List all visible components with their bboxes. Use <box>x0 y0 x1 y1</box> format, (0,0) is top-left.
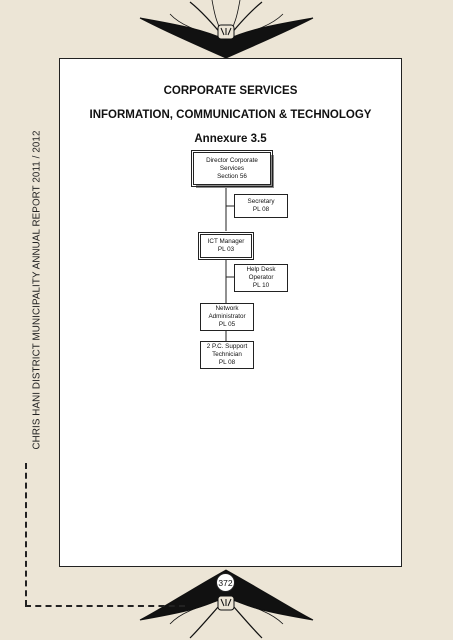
side-report-label: CHRIS HANI DISTRICT MUNICIPALITY ANNUAL … <box>31 130 43 450</box>
network-admin-subtitle: Administrator <box>208 313 246 320</box>
page-number: 372 <box>216 573 235 592</box>
director-box: Director Corporate Services Section 56 <box>191 150 273 187</box>
pc-support-grade: PL 08 <box>218 359 236 366</box>
director-title: Director Corporate <box>206 156 258 164</box>
ict-manager-grade: PL 03 <box>217 246 235 253</box>
help-desk-title: Help Desk <box>246 266 276 273</box>
network-admin-title: Network <box>215 305 239 312</box>
section-title: CORPORATE SERVICES <box>163 85 298 97</box>
secretary-grade: PL 08 <box>252 206 270 213</box>
ict-manager-box: ICT Manager PL 03 <box>198 232 254 260</box>
pc-support-title: 2 P.C. Support <box>206 343 248 350</box>
secretary-box: Secretary PL 08 <box>234 194 288 218</box>
director-subtitle: Services <box>219 164 245 172</box>
department-title: INFORMATION, COMMUNICATION & TECHNOLOGY <box>89 109 372 121</box>
director-grade: Section 56 <box>217 172 247 180</box>
annexure-label: Annexure 3.5 <box>194 133 267 145</box>
pc-support-box: 2 P.C. Support Technician PL 08 <box>200 341 254 369</box>
help-desk-box: Help Desk Operator PL 10 <box>234 264 288 292</box>
secretary-title: Secretary <box>247 198 275 205</box>
dashed-margin-line <box>25 463 27 606</box>
ict-manager-title: ICT Manager <box>207 238 245 245</box>
dashed-bottom-line <box>25 605 185 607</box>
top-ornament <box>139 0 314 58</box>
network-admin-grade: PL 05 <box>218 321 236 328</box>
help-desk-grade: PL 10 <box>252 282 270 289</box>
pc-support-subtitle: Technician <box>212 351 242 358</box>
help-desk-subtitle: Operator <box>248 274 274 281</box>
network-admin-box: Network Administrator PL 05 <box>200 303 254 331</box>
